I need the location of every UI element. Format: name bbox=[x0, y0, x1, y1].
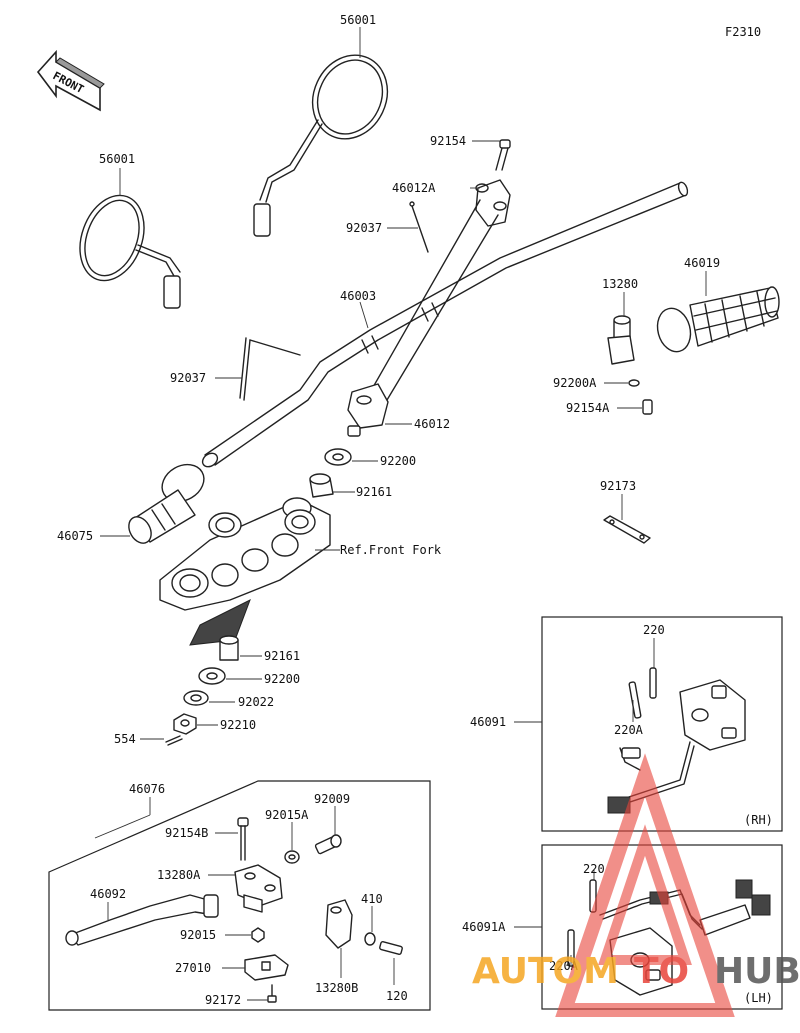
callout-92009: 92009 bbox=[314, 792, 350, 806]
handlebar bbox=[201, 181, 689, 468]
washer-410 bbox=[364, 932, 376, 946]
nut-92210 bbox=[173, 713, 197, 735]
nut-92015 bbox=[251, 927, 265, 943]
watermark-hub: HUB bbox=[714, 951, 800, 992]
steering-stem-head bbox=[159, 497, 331, 646]
lever-46092 bbox=[65, 894, 219, 946]
callout-92173: 92173 bbox=[600, 479, 636, 493]
automotohub-watermark: AUTOM TO HUB bbox=[472, 753, 800, 1017]
lever-assembly-box bbox=[48, 780, 431, 1011]
callout-56001-top: 56001 bbox=[340, 13, 376, 27]
callout-120: 120 bbox=[386, 989, 408, 1003]
bush-92161-top bbox=[309, 473, 334, 498]
grip-right-46019 bbox=[656, 286, 780, 353]
callout-92161-bottom: 92161 bbox=[264, 649, 300, 663]
handlebar-clamp-lower bbox=[347, 383, 389, 437]
watermark-to: TO bbox=[634, 951, 689, 992]
callout-13280B: 13280B bbox=[315, 981, 358, 995]
plate-92173 bbox=[603, 515, 651, 544]
callout-92022: 92022 bbox=[238, 695, 274, 709]
callout-92200A: 92200A bbox=[553, 376, 597, 390]
washer-92015A bbox=[284, 850, 300, 864]
callout-92210: 92210 bbox=[220, 718, 256, 732]
callout-554: 554 bbox=[114, 732, 136, 746]
clamp-13280A bbox=[234, 864, 283, 913]
screw-120 bbox=[379, 941, 403, 955]
bolt-92009 bbox=[314, 834, 342, 855]
wire-band-top bbox=[409, 201, 429, 253]
figure-code: F2310 bbox=[725, 25, 761, 39]
switch-side-rh: (RH) bbox=[744, 813, 773, 827]
callout-46091: 46091 bbox=[470, 715, 506, 729]
callout-46075: 46075 bbox=[57, 529, 93, 543]
front-arrow-icon: FRONT bbox=[36, 49, 105, 112]
screw-92172 bbox=[267, 984, 277, 1003]
callout-46019: 46019 bbox=[684, 256, 720, 270]
callout-46091A: 46091A bbox=[462, 920, 506, 934]
switch-box-rh bbox=[541, 616, 783, 832]
callout-92154: 92154 bbox=[430, 134, 466, 148]
callout-92154A: 92154A bbox=[566, 401, 610, 415]
holder-13280B bbox=[325, 899, 353, 949]
grip-left bbox=[128, 463, 205, 544]
callout-220A-rh: 220A bbox=[614, 723, 644, 737]
callout-220A-lh: 220A bbox=[549, 959, 579, 973]
callout-92154B: 92154B bbox=[165, 826, 208, 840]
callout-46003: 46003 bbox=[340, 289, 376, 303]
washer-92200-bottom bbox=[198, 667, 226, 685]
callout-13280: 13280 bbox=[602, 277, 638, 291]
callout-46012: 46012 bbox=[414, 417, 450, 431]
mirror-left bbox=[79, 194, 181, 309]
washer-92200-top bbox=[324, 448, 352, 466]
callout-46012A: 46012A bbox=[392, 181, 436, 195]
callout-92037-top: 92037 bbox=[346, 221, 382, 235]
washer-92200A bbox=[628, 379, 640, 387]
callout-92161-top: 92161 bbox=[356, 485, 392, 499]
handlebar-clamp-upper bbox=[359, 139, 511, 416]
callout-46092: 46092 bbox=[90, 887, 126, 901]
mirror-right bbox=[253, 54, 389, 237]
callout-56001-left: 56001 bbox=[99, 152, 135, 166]
callout-92037-left: 92037 bbox=[170, 371, 206, 385]
callout-92200-bottom: 92200 bbox=[264, 672, 300, 686]
switch-side-lh: (LH) bbox=[744, 991, 773, 1005]
callout-220-lh: 220 bbox=[583, 862, 605, 876]
switch-27010 bbox=[244, 954, 289, 981]
callout-13280A: 13280A bbox=[157, 868, 201, 882]
callout-92015A: 92015A bbox=[265, 808, 309, 822]
callout-46076: 46076 bbox=[129, 782, 165, 796]
callout-92200-top: 92200 bbox=[380, 454, 416, 468]
cotter-pin-554 bbox=[165, 735, 183, 746]
callout-ref-front-fork: Ref.Front Fork bbox=[340, 543, 442, 557]
bush-92161-bottom bbox=[219, 635, 239, 661]
callout-92172: 92172 bbox=[205, 993, 241, 1007]
screw-92154A bbox=[642, 399, 653, 415]
bolt-92154B bbox=[237, 817, 249, 861]
callout-27010: 27010 bbox=[175, 961, 211, 975]
callout-92015: 92015 bbox=[180, 928, 216, 942]
throttle-housing-13280 bbox=[607, 315, 635, 365]
handlebar-switch-rh bbox=[607, 667, 746, 814]
callout-410: 410 bbox=[361, 892, 383, 906]
washer-92022 bbox=[183, 690, 209, 706]
callout-220-rh: 220 bbox=[643, 623, 665, 637]
wire-band-left bbox=[239, 337, 301, 401]
watermark-auto: AUTOM bbox=[472, 951, 619, 992]
